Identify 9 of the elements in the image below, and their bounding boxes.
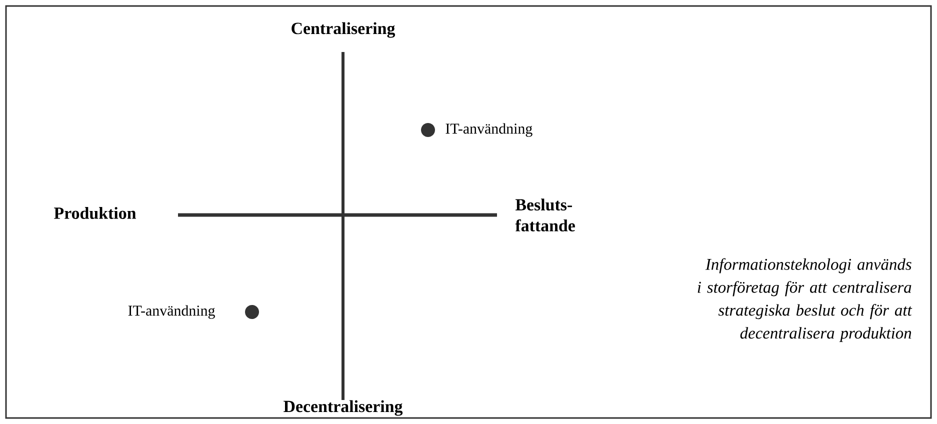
axis-label: Decentralisering	[284, 400, 403, 416]
axis-label: Produktion	[54, 207, 136, 219]
axis-label: Besluts-fattande	[515, 198, 575, 232]
axis-label: Centralisering	[292, 22, 396, 38]
point-marker	[245, 305, 259, 319]
point-marker	[421, 123, 435, 137]
point-label: IT-användning	[446, 123, 532, 137]
point-label: IT-användning	[128, 305, 215, 319]
caption: Informationsteknologi används i storföretag för att centralisera strategiska beslut och för att decentralisera produktion	[698, 258, 912, 342]
